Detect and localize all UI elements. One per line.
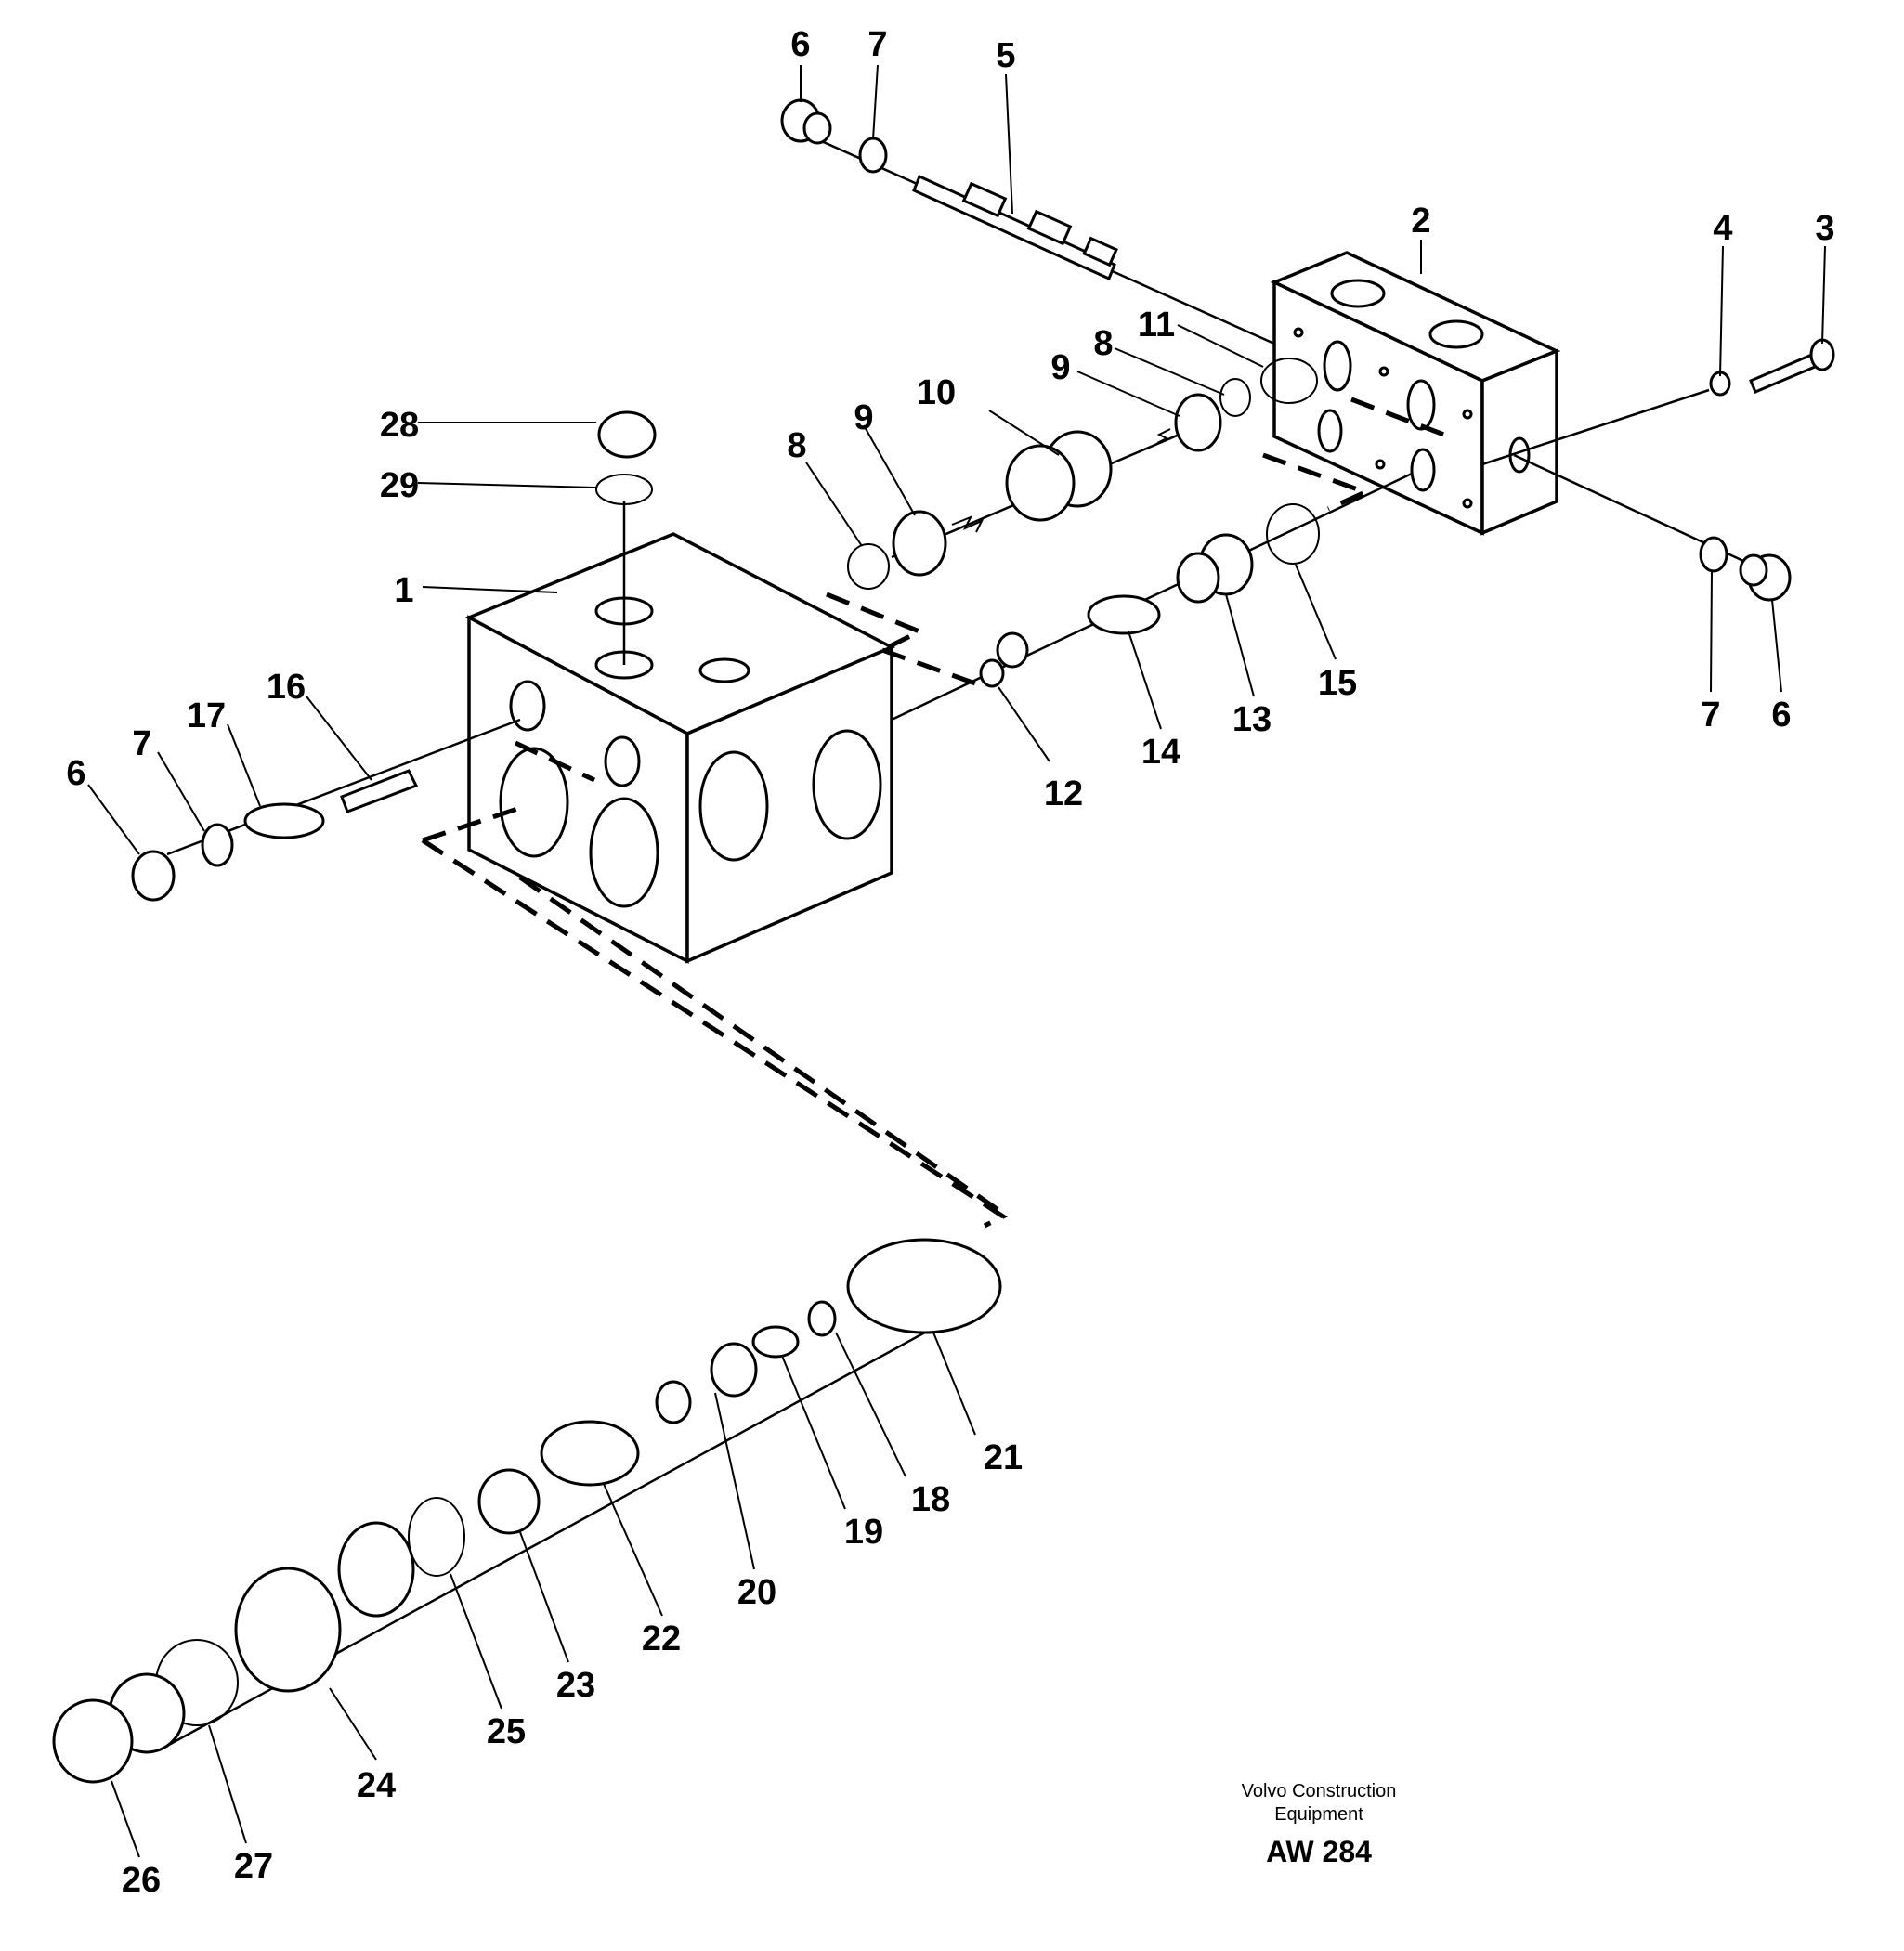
part-7-washer-top <box>858 137 888 174</box>
valve-block-1 <box>464 532 896 964</box>
part-7-washer-right <box>1699 536 1728 573</box>
label-13: 13 <box>1232 700 1272 739</box>
label-25: 25 <box>487 1712 526 1751</box>
part-20-piston <box>655 1342 758 1424</box>
part-16-pin <box>340 769 419 813</box>
label-21: 21 <box>984 1438 1023 1477</box>
part-24-housing <box>234 1521 415 1693</box>
part-13-seat <box>1176 533 1254 604</box>
label-29: 29 <box>380 466 419 505</box>
label-15: 15 <box>1318 664 1357 703</box>
label-4: 4 <box>1713 209 1732 248</box>
part-15-oring <box>1266 503 1320 565</box>
part-7-washer-left <box>201 823 234 867</box>
part-11-oring <box>1260 358 1318 404</box>
part-19-spring <box>751 1325 800 1359</box>
label-5: 5 <box>996 36 1015 75</box>
label-9-left: 9 <box>854 398 873 437</box>
leader-lines <box>87 64 1826 1858</box>
label-14: 14 <box>1141 733 1180 772</box>
label-23: 23 <box>556 1666 595 1705</box>
label-7-top: 7 <box>867 25 887 64</box>
label-19: 19 <box>844 1513 883 1552</box>
label-27: 27 <box>234 1847 273 1886</box>
assembly-dashed-lines <box>421 397 1450 1229</box>
part-25-oring <box>408 1497 465 1577</box>
label-17: 17 <box>187 696 226 735</box>
label-12: 12 <box>1044 774 1083 813</box>
label-1: 1 <box>394 571 413 610</box>
part-3-bolt <box>1749 338 1835 394</box>
part-23-washer <box>477 1468 541 1535</box>
part-14-spring <box>1087 594 1161 635</box>
part-6-plug-top <box>780 98 832 145</box>
label-24: 24 <box>357 1766 396 1805</box>
part-8-oring-top <box>1219 378 1251 417</box>
label-18: 18 <box>911 1480 950 1519</box>
part-26-plug <box>52 1672 186 1784</box>
label-26: 26 <box>122 1861 161 1900</box>
part-12-poppet <box>979 631 1029 688</box>
label-7-right: 7 <box>1701 696 1720 735</box>
part-28-plug <box>597 410 657 459</box>
part-9-valve-top <box>1156 393 1222 452</box>
caption-line-2: Equipment <box>1274 1804 1363 1825</box>
label-7-left: 7 <box>132 724 151 763</box>
label-2: 2 <box>1411 202 1430 241</box>
label-8-left: 8 <box>787 426 806 465</box>
label-16: 16 <box>267 668 306 707</box>
label-9-top: 9 <box>1050 348 1070 387</box>
part-18-poppet <box>807 1300 837 1337</box>
label-6-top: 6 <box>790 25 810 64</box>
part-22-spring <box>540 1420 640 1487</box>
part-9-valve-left <box>892 510 985 577</box>
part-labels: 6 7 5 2 4 3 11 8 9 10 9 8 28 29 1 16 17 … <box>66 25 1834 1900</box>
label-10: 10 <box>917 373 956 412</box>
caption-code: AW 284 <box>1266 1835 1372 1868</box>
label-6-left: 6 <box>66 754 85 793</box>
caption: Volvo Construction Equipment AW 284 <box>1242 1781 1397 1868</box>
part-6-plug-right <box>1739 553 1792 602</box>
label-20: 20 <box>737 1573 776 1612</box>
label-28: 28 <box>380 406 419 445</box>
part-10-sleeve <box>1005 430 1113 522</box>
caption-line-1: Volvo Construction <box>1242 1781 1397 1801</box>
valve-block-2 <box>1270 251 1561 536</box>
label-3: 3 <box>1815 209 1834 248</box>
label-6-right: 6 <box>1771 696 1791 735</box>
label-22: 22 <box>642 1619 681 1658</box>
part-5-spool <box>912 174 1118 281</box>
part-8-oring-left <box>847 543 890 590</box>
part-6-plug-left <box>131 850 176 902</box>
part-29-washer <box>595 474 653 505</box>
part-17-spring <box>243 802 325 839</box>
part-21-valve-body <box>846 1238 1002 1334</box>
label-8-top: 8 <box>1093 324 1113 363</box>
label-11: 11 <box>1138 306 1175 345</box>
